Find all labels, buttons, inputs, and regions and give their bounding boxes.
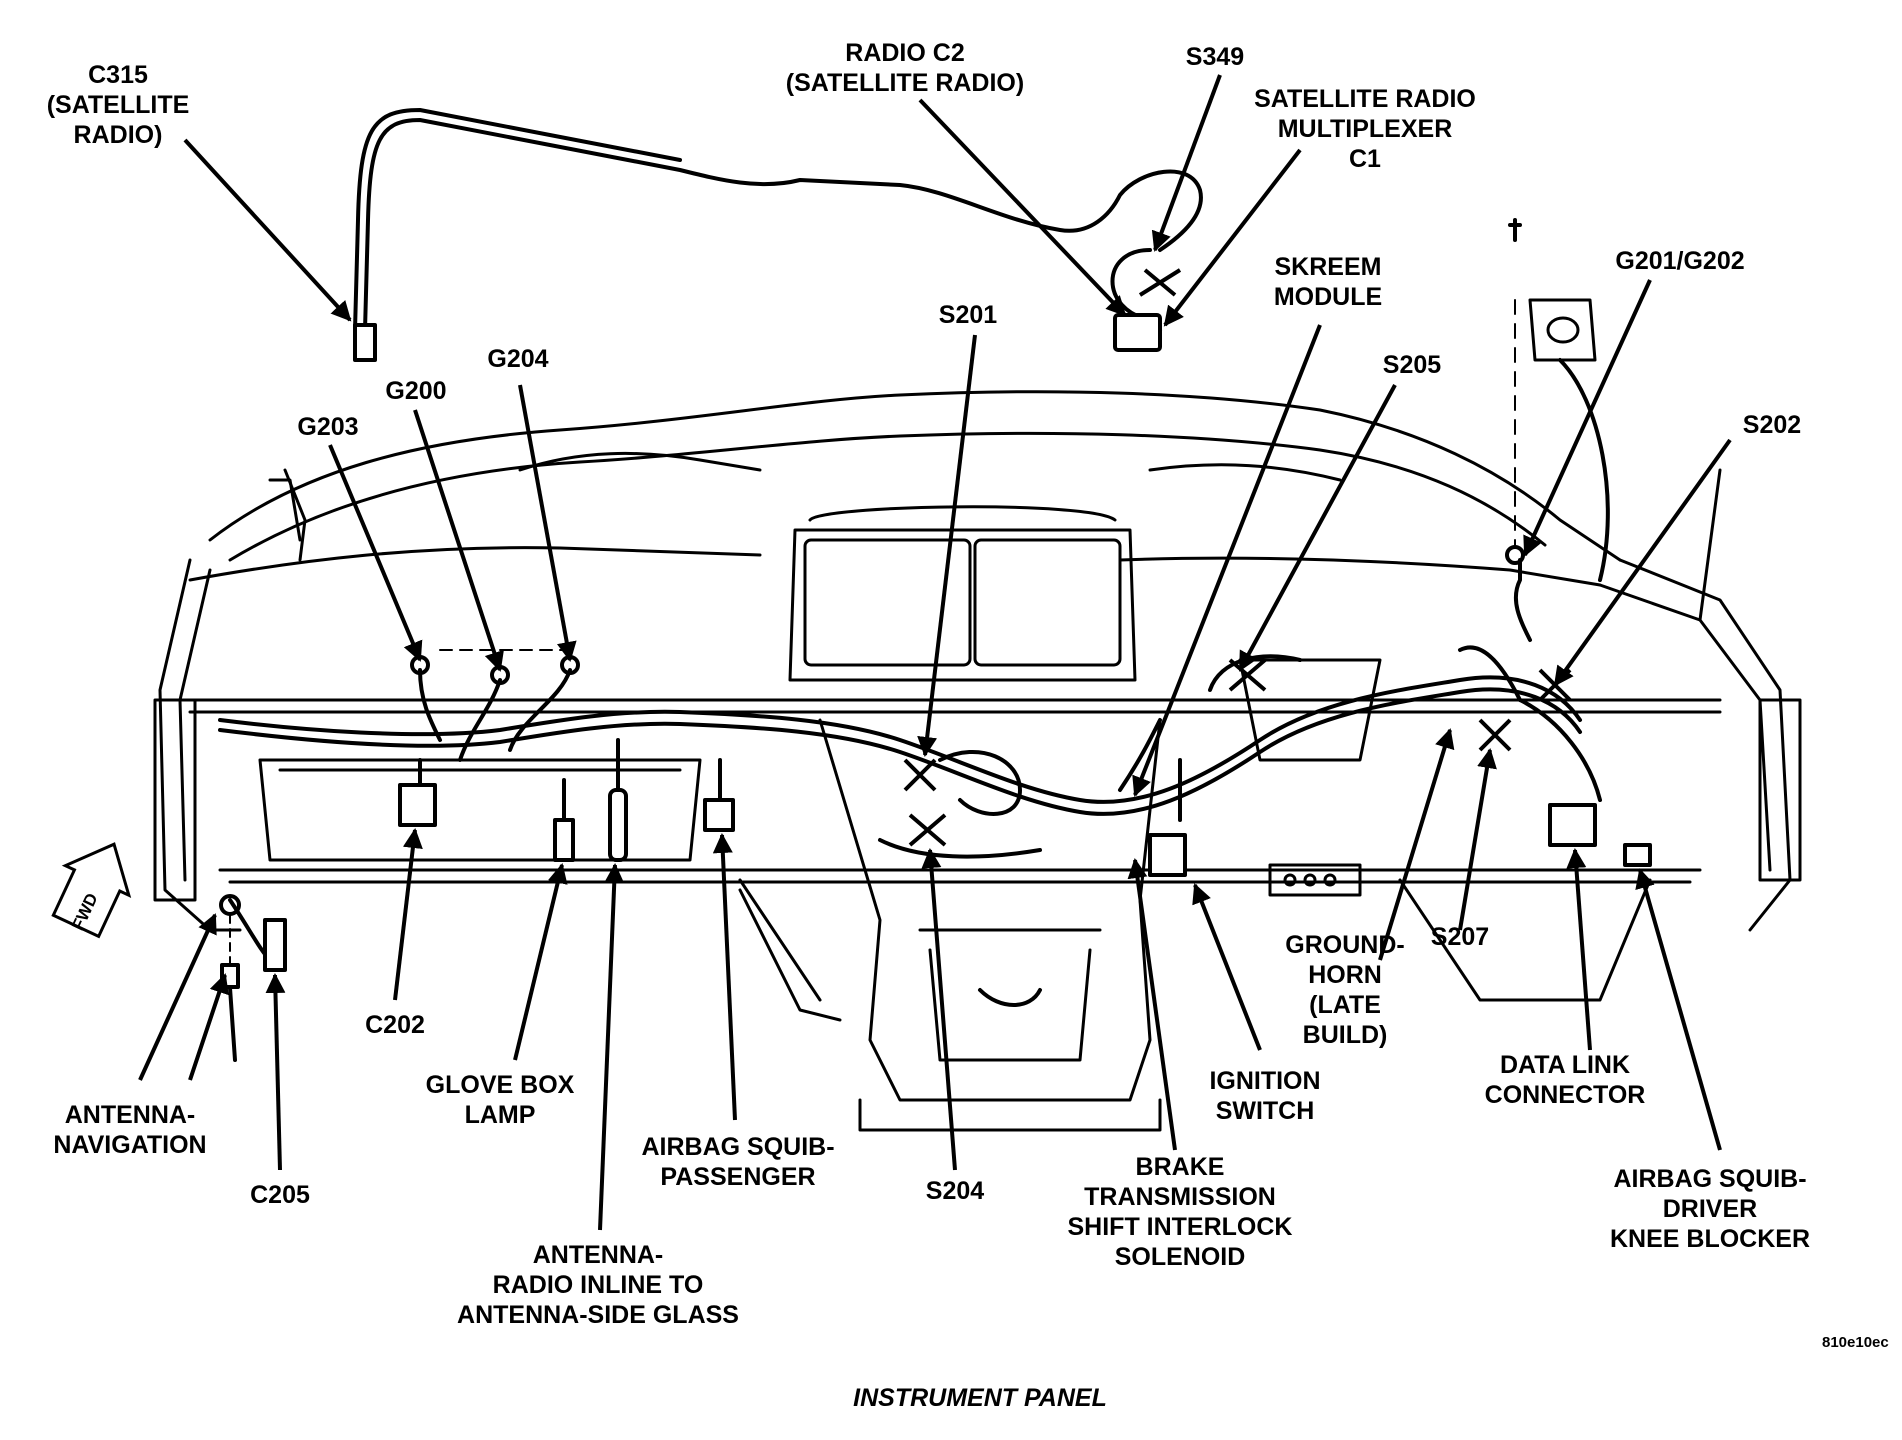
label-s207: S207	[1430, 923, 1490, 951]
label-g201-g202: G201/G202	[1615, 247, 1745, 275]
label-antenna-radio-inline: ANTENNA- RADIO INLINE TO ANTENNA-SIDE GL…	[457, 1241, 739, 1329]
panel-drawing	[153, 298, 1802, 1132]
label-ignition-switch: IGNITION SWITCH	[1209, 1067, 1321, 1125]
label-c205: C205	[250, 1181, 310, 1209]
label-g203: G203	[297, 413, 359, 441]
label-ground-horn: GROUND- HORN (LATE BUILD)	[1285, 931, 1405, 1049]
label-s204: S204	[925, 1177, 985, 1205]
diagram-caption: INSTRUMENT PANEL	[853, 1384, 1107, 1412]
label-s202: S202	[1742, 411, 1802, 439]
label-s201: S201	[938, 301, 998, 329]
label-satellite-radio-multiplexer: SATELLITE RADIO MULTIPLEXER C1	[1254, 85, 1476, 173]
label-antenna-navigation: ANTENNA- NAVIGATION	[53, 1101, 207, 1159]
wiring-harness	[218, 108, 1652, 1062]
label-s205: S205	[1382, 351, 1442, 379]
label-airbag-squib-driver: AIRBAG SQUIB- DRIVER KNEE BLOCKER	[1609, 1165, 1811, 1253]
label-skreem-module: SKREEM MODULE	[1273, 253, 1383, 311]
label-g200: G200	[385, 377, 447, 405]
label-c202: C202	[365, 1011, 425, 1039]
splice-marks	[903, 268, 1572, 847]
leader-lines	[138, 74, 1732, 1231]
label-g204: G204	[487, 345, 549, 373]
label-glove-box-lamp: GLOVE BOX LAMP	[425, 1071, 575, 1129]
label-radio-c2: RADIO C2 (SATELLITE RADIO)	[785, 39, 1025, 97]
label-c315: C315 (SATELLITE RADIO)	[46, 61, 190, 149]
label-data-link-connector: DATA LINK CONNECTOR	[1484, 1051, 1646, 1109]
figure-code: 810e10ec	[1822, 1334, 1889, 1351]
label-airbag-squib-passenger: AIRBAG SQUIB- PASSENGER	[641, 1133, 835, 1191]
label-s349: S349	[1185, 43, 1245, 71]
fwd-arrow	[51, 842, 132, 939]
label-brake-transmission-shift-interlock: BRAKE TRANSMISSION SHIFT INTERLOCK SOLEN…	[1067, 1153, 1293, 1271]
